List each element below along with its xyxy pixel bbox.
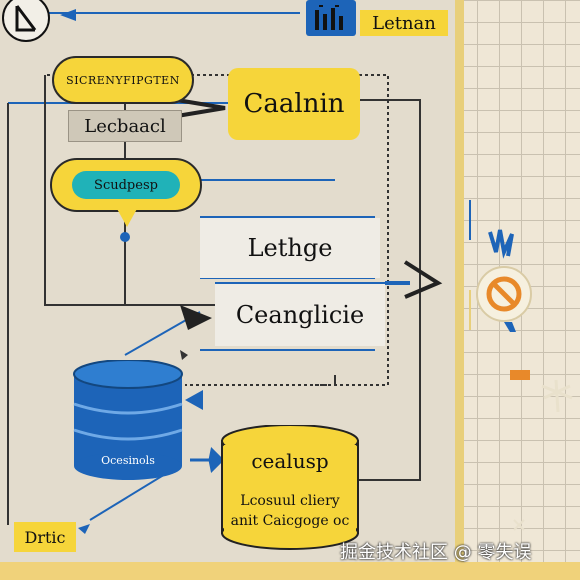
arrowhead — [164, 96, 226, 120]
teal-pill-label: Scudpesp — [94, 177, 158, 193]
arrowhead — [60, 9, 76, 21]
yellow-db-line1: Lcosuul cliery — [240, 493, 340, 509]
bottom-band — [0, 562, 580, 580]
blue-db-label: Ocesinols — [101, 454, 155, 467]
gray-label: Lecbaacl — [68, 110, 182, 142]
arrowhead — [403, 260, 443, 299]
ceanglicie-box[interactable]: Ceanglicie — [215, 284, 385, 346]
vertical-rail — [455, 0, 464, 580]
compass-icon — [2, 0, 50, 42]
database-icon[interactable]: cealusp Lcosuul cliery anit Caicgoge oc — [220, 424, 360, 550]
database-icon[interactable]: Ocesinols — [72, 359, 184, 480]
spark-icon — [513, 519, 525, 531]
arrowhead — [185, 390, 203, 410]
arrowhead — [180, 350, 188, 360]
top-label: Letnan — [360, 10, 448, 36]
left-bracket — [44, 75, 215, 306]
arrowhead — [180, 305, 212, 330]
dashed-frame — [47, 74, 389, 386]
arrowhead — [78, 524, 90, 534]
teal-pill: Scudpesp — [72, 171, 180, 199]
top-pill-label: SICRENYFIPGTEN — [66, 73, 180, 87]
pin-icon — [116, 207, 138, 242]
watermark: 掘金技术社区 @ 零失误 — [340, 542, 532, 563]
teal-pill-container[interactable]: Scudpesp — [50, 158, 202, 212]
calnin-box[interactable]: Caalnin — [228, 68, 360, 140]
prohibited-icon — [472, 228, 532, 333]
top-pill[interactable]: SICRENYFIPGTEN — [52, 56, 194, 104]
spark-icon — [541, 379, 573, 413]
lethge-box[interactable]: Lethge — [200, 218, 380, 278]
yellow-db-line2: anit Caicgoge oc — [230, 513, 350, 529]
arrowhead — [190, 446, 225, 474]
corner-label: Drtic — [14, 522, 76, 552]
yellow-db-title: cealusp — [251, 449, 329, 473]
bar-chart-icon — [306, 0, 356, 36]
